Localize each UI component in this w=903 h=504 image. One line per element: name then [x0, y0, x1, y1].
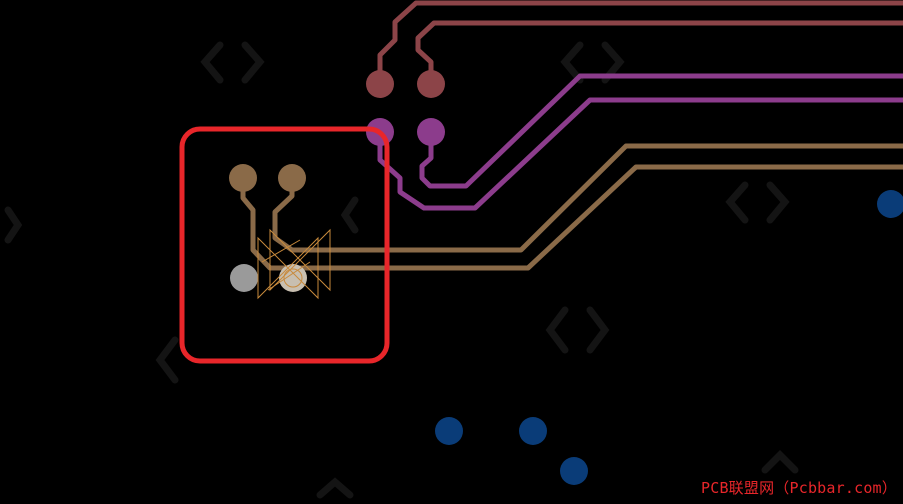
component-outline-icon	[316, 477, 354, 499]
via-group-tan[interactable]	[229, 164, 306, 192]
silkscreen-layer	[4, 41, 799, 499]
trace-magenta-pair[interactable]	[377, 73, 903, 211]
via	[279, 264, 307, 292]
via	[278, 164, 306, 192]
via-group-grey[interactable]	[230, 264, 307, 292]
component-outline-icon	[545, 306, 610, 354]
highlight-box	[179, 126, 390, 364]
component-outline-icon	[155, 336, 179, 384]
bowtie-x-icon[interactable]	[257, 228, 331, 300]
via	[435, 417, 463, 445]
via	[366, 70, 394, 98]
watermark-text: PCB联盟网（Pcbbar.com）	[700, 479, 897, 497]
via	[877, 190, 903, 218]
trace-red-pair[interactable]	[377, 0, 903, 84]
component-outline-icon	[200, 41, 265, 84]
via	[417, 118, 445, 146]
component-outline-icon	[761, 450, 799, 474]
via	[229, 164, 257, 192]
via	[417, 70, 445, 98]
via	[230, 264, 258, 292]
trace-tan-pair[interactable]	[240, 143, 903, 271]
component-outline-icon	[340, 196, 359, 234]
via-group-red[interactable]	[366, 70, 445, 98]
via-group-blue[interactable]	[435, 190, 903, 485]
via	[519, 417, 547, 445]
via	[560, 457, 588, 485]
component-outline-icon	[725, 181, 790, 224]
component-outline-icon	[4, 206, 23, 244]
